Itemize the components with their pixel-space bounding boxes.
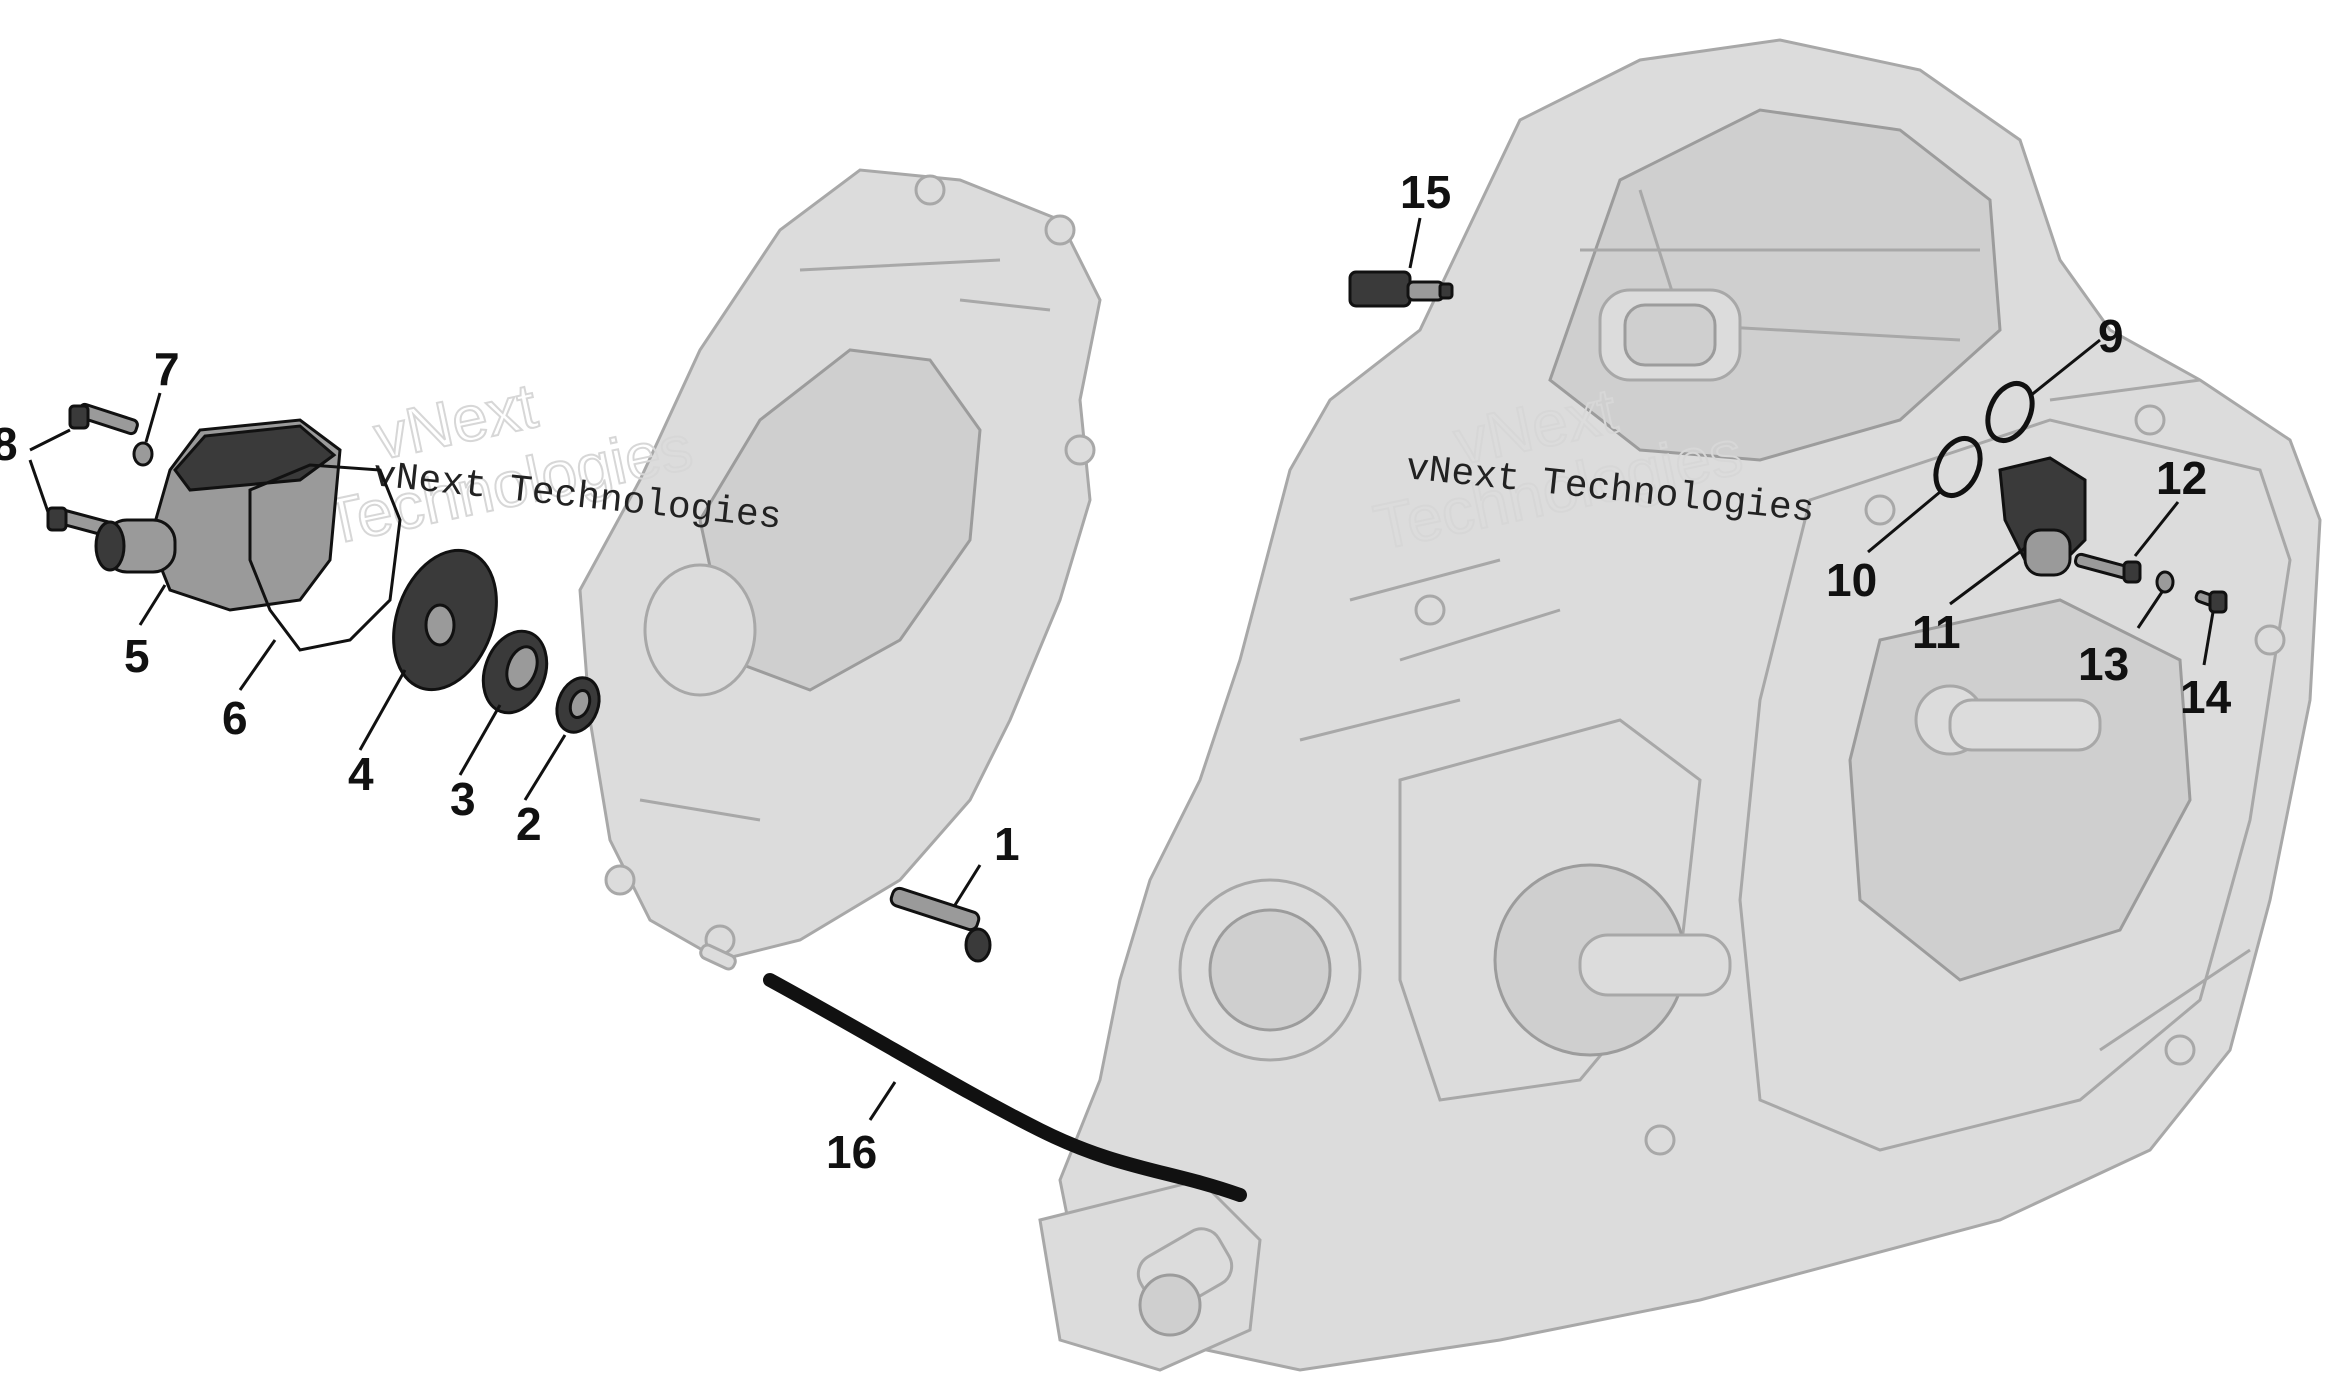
part-4-impeller (392, 548, 498, 692)
part-10-oring (1933, 436, 1983, 498)
part-8-bolts (46, 402, 139, 540)
part-13-washer (2155, 570, 2175, 594)
callout-6: 6 (222, 692, 248, 744)
callout-1: 1 (994, 818, 1020, 870)
callout-3: 3 (450, 773, 476, 825)
callout-14: 14 (2180, 671, 2232, 723)
callout-8: 8 (0, 418, 18, 470)
part-3-seal (481, 629, 549, 715)
part-7-oring (132, 441, 154, 467)
callout-9: 9 (2098, 310, 2124, 362)
callout-5: 5 (124, 630, 150, 682)
part-6-gasket (248, 463, 402, 652)
side-cover-ghost (578, 168, 1102, 971)
callout-7: 7 (154, 343, 180, 395)
callout-11: 11 (1912, 606, 1961, 658)
part-1-shaft (889, 886, 992, 963)
leader-lines (28, 217, 2215, 1121)
callout-10: 10 (1826, 554, 1877, 606)
callout-4: 4 (348, 748, 374, 800)
callout-2: 2 (516, 798, 542, 850)
part-5-pump-cover (94, 418, 342, 612)
callout-16: 16 (826, 1126, 877, 1178)
callout-12: 12 (2156, 452, 2207, 504)
part-15-sensor (1348, 270, 1454, 308)
part-2-ring-seal (555, 676, 601, 734)
part-9-oring (1985, 381, 2035, 443)
part-16-hose (763, 973, 1247, 1202)
part-11-outlet-fitting (1998, 456, 2087, 577)
callout-15: 15 (1400, 166, 1451, 218)
part-12-bolt (2073, 552, 2142, 584)
engine-block-ghost (1038, 38, 2322, 1372)
callout-labels: 1 2 3 4 5 6 7 8 9 10 11 12 13 14 15 16 (0, 166, 2232, 1178)
callout-13: 13 (2078, 638, 2129, 690)
part-14-nut (2194, 590, 2228, 614)
